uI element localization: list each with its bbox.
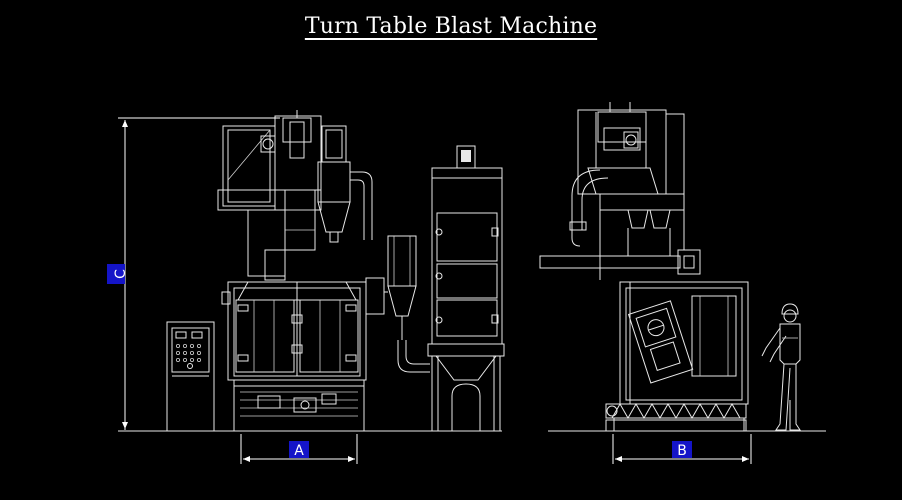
side-view: B bbox=[539, 102, 826, 464]
side-upper-structure bbox=[539, 102, 701, 280]
operator-figure bbox=[761, 303, 801, 431]
elevator-tower bbox=[217, 110, 373, 281]
blast-chamber bbox=[221, 277, 385, 432]
dimension-c bbox=[118, 117, 280, 430]
control-cabinet bbox=[166, 321, 215, 432]
front-view: C A bbox=[107, 110, 505, 464]
label-a: A bbox=[294, 443, 304, 459]
side-chamber bbox=[605, 281, 749, 432]
label-c: C bbox=[113, 269, 129, 279]
label-a-box bbox=[289, 441, 309, 458]
dust-collector bbox=[427, 145, 505, 431]
label-b-box bbox=[672, 441, 692, 458]
label-b: B bbox=[677, 443, 687, 459]
label-c-box bbox=[107, 264, 125, 284]
blast-wheel bbox=[627, 300, 694, 384]
dimension-a bbox=[240, 434, 358, 464]
page-title: Turn Table Blast Machine bbox=[304, 14, 598, 39]
dimension-b bbox=[612, 434, 752, 464]
cyclone bbox=[384, 235, 430, 373]
